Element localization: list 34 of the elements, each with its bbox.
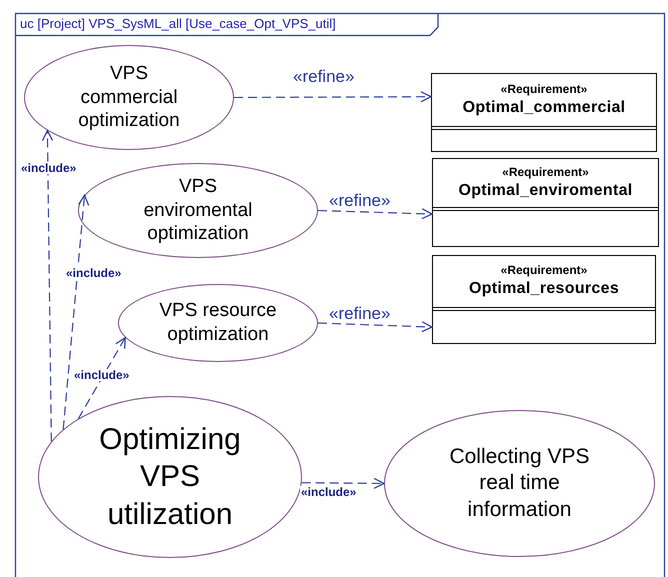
dashed-arrow	[234, 91, 432, 102]
requirement-name: Optimal_resources	[468, 279, 620, 299]
edge-label: «refine»	[328, 192, 392, 209]
use-case-ellipse	[384, 410, 655, 557]
dashed-arrow	[42, 130, 54, 442]
requirement-block	[432, 255, 656, 344]
edge-label: «refine»	[328, 305, 392, 322]
use-case-ellipse	[118, 284, 318, 362]
dashed-arrow	[318, 321, 433, 332]
use-case-name: Collecting VPS real time information	[448, 444, 591, 523]
requirement-block	[432, 158, 659, 247]
use-case-ellipse	[38, 396, 302, 558]
dashed-arrow	[302, 478, 385, 489]
edge-label: «include»	[20, 162, 78, 174]
dashed-arrow	[78, 337, 126, 420]
stereotype-label: «Requirement»	[500, 263, 588, 278]
requirement-name: Optimal_enviromental	[458, 180, 633, 200]
dashed-arrow	[318, 208, 433, 220]
requirement-name: Optimal_commercial	[462, 98, 626, 118]
use-case-ellipse	[78, 163, 318, 258]
use-case-name: VPS resource optimization	[158, 299, 278, 347]
use-case-ellipse	[24, 45, 234, 150]
edge-label: «include»	[65, 267, 122, 279]
edge-label: «refine»	[292, 68, 356, 85]
use-case-name: VPS enviromental optimization	[142, 174, 254, 246]
edge-label: «include»	[300, 486, 358, 498]
frame-title: uc [Project] VPS_SysML_all [Use_case_Opt_VPS_util]	[20, 17, 336, 30]
edge-label: «include»	[73, 369, 130, 381]
use-case-name: VPS commercial optimization	[77, 62, 181, 134]
stereotype-label: «Requirement»	[502, 164, 589, 180]
use-case-name: Optimizing VPS utilization	[98, 422, 242, 533]
requirement-block	[431, 73, 657, 152]
dashed-arrow	[62, 194, 90, 430]
stereotype-label: «Requirement»	[500, 82, 588, 96]
